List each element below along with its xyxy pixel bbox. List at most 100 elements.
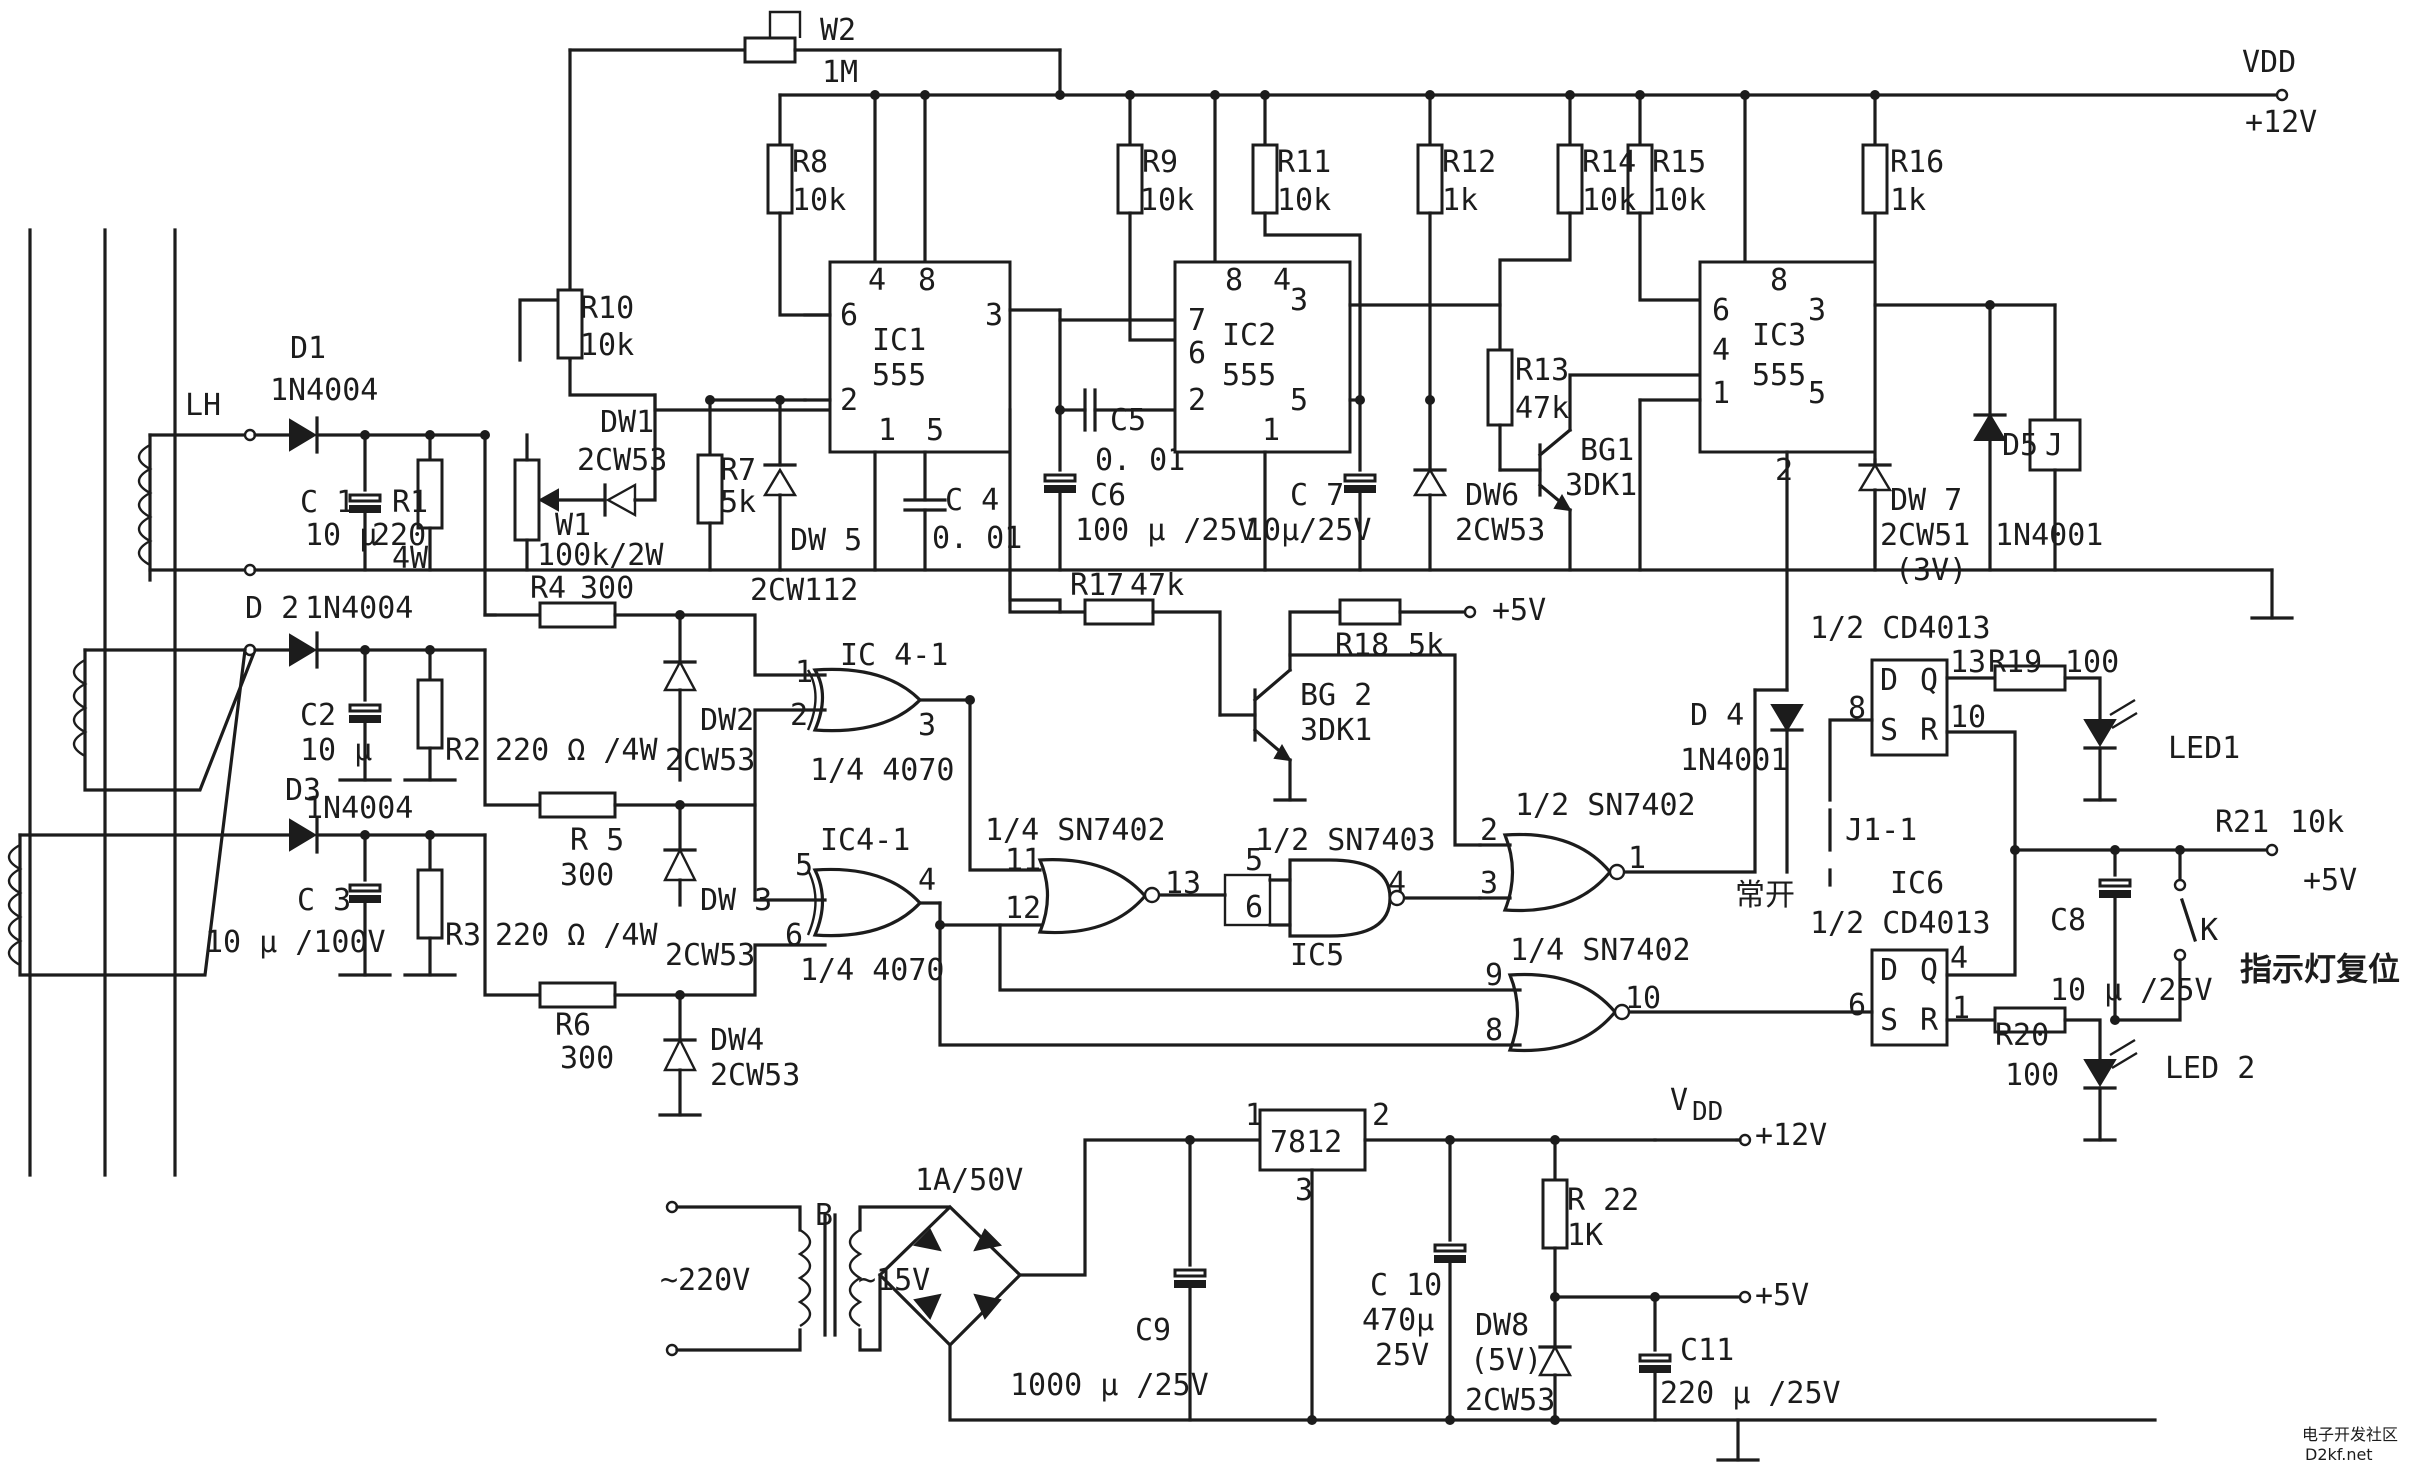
vdd-bottom-v: V [1670, 1083, 1688, 1118]
c3-label: C 3 [297, 883, 351, 918]
d5-part: 1N4001 [1995, 518, 2103, 553]
r14-label: R14 [1582, 145, 1636, 180]
v5-label-a: +5V [1492, 593, 1546, 628]
r6-label: R6 [555, 1008, 591, 1043]
vdd-rail: VDD +12V [518, 10, 2317, 362]
nor1-pin11: 11 [1005, 843, 1041, 878]
j1-mode: 常开 [1735, 878, 1795, 913]
ic1-pin8: 8 [918, 263, 936, 298]
ff2-q: Q [1920, 953, 1938, 988]
w2-value: 1M [822, 55, 858, 90]
dw8-part: 2CW53 [1465, 1383, 1555, 1418]
ff1-d: D [1880, 663, 1898, 698]
r9-value: 10k [1140, 183, 1194, 218]
c4-value: 0. 01 [932, 521, 1022, 556]
vdd-bottom-dd: DD [1692, 1097, 1723, 1127]
r1-value: 220 [372, 518, 426, 553]
ic1-pin6: 6 [840, 298, 858, 333]
nor3-part: 1/4 SN7402 [1510, 933, 1691, 968]
c7-label: C 7 [1290, 478, 1344, 513]
ic1-pin4: 4 [868, 263, 886, 298]
ic2-type: 555 [1222, 358, 1276, 393]
ic3-pin4: 4 [1712, 333, 1730, 368]
ic3-pin8: 8 [1770, 263, 1788, 298]
ic4b-pin6: 6 [785, 918, 803, 953]
reset-label: 指示灯复位 [2240, 950, 2400, 988]
r1-label: R1 [392, 485, 428, 520]
c7-value: 10μ/25V [1245, 513, 1371, 548]
r3-value: 220 Ω /4W [495, 918, 658, 953]
junctions [360, 90, 2185, 1425]
xor-gate-a [806, 667, 972, 733]
ic3-type: 555 [1752, 358, 1806, 393]
bg1-part: 3DK1 [1565, 468, 1637, 503]
nor3-pin10: 10 [1625, 981, 1661, 1016]
w2-label: W2 [820, 13, 856, 48]
ic4b-name: IC4-1 [820, 823, 910, 858]
r15-label: R15 [1652, 145, 1706, 180]
r15-value: 10k [1652, 183, 1706, 218]
d2-part: 1N4004 [305, 591, 413, 626]
r17-value: 47k [1130, 568, 1184, 603]
r4-label: R4 [530, 571, 566, 606]
r6-value: 300 [560, 1041, 614, 1076]
v12-bottom: +12V [1755, 1118, 1827, 1153]
ic4b-pin4: 4 [918, 863, 936, 898]
ic2-555 [1173, 260, 1502, 572]
r20-label: R20 [1995, 1018, 2049, 1053]
ic5-part: 1/2 SN7403 [1255, 823, 1436, 858]
r5-label: R 5 [570, 823, 624, 858]
ic2-name: IC2 [1222, 318, 1276, 353]
top-resistors [766, 93, 1889, 567]
ic1-pin2: 2 [840, 383, 858, 418]
d1-part: 1N4004 [270, 373, 378, 408]
c5-label: C5 [1110, 403, 1146, 438]
dw6-label: DW6 [1465, 478, 1519, 513]
ff1-cd4013 [1828, 658, 2279, 887]
dw3-part: 2CW53 [665, 938, 755, 973]
vdd-label: VDD [2242, 45, 2296, 80]
ac15-label: ~15V [858, 1263, 930, 1298]
lh-sensor [137, 428, 257, 582]
r22-value: 1K [1567, 1218, 1603, 1253]
relay-label: J [2045, 428, 2063, 463]
dw1-label: DW1 [600, 405, 654, 440]
j1-label: J1-1 [1845, 813, 1917, 848]
r21-label: R21 [2215, 805, 2269, 840]
r19-label: R19 [1988, 645, 2042, 680]
ic3-pin3: 3 [1808, 293, 1826, 328]
dw7-part: 2CW51 [1880, 518, 1970, 553]
r2-value: 220 Ω /4W [495, 733, 658, 768]
ic5-pin6: 6 [1245, 890, 1263, 925]
nor1-part: 1/4 SN7402 [985, 813, 1166, 848]
r20-value: 100 [2005, 1058, 2059, 1093]
r13-value: 47k [1515, 391, 1569, 426]
dw4-label: DW4 [710, 1023, 764, 1058]
xor-gate-b [806, 867, 942, 938]
ic1-pin1: 1 [878, 413, 896, 448]
ic2-pin7: 7 [1188, 303, 1206, 338]
dw6-part: 2CW53 [1455, 513, 1545, 548]
bridge-label: 1A/50V [915, 1163, 1023, 1198]
c5-value: 0. 01 [1095, 443, 1185, 478]
dw3-label: DW 3 [700, 883, 772, 918]
ic2-pin2: 2 [1188, 383, 1206, 418]
ff2-s: S [1880, 1003, 1898, 1038]
nor2-pin1: 1 [1628, 841, 1646, 876]
ic2-pin5: 5 [1290, 383, 1308, 418]
d3-part: 1N4004 [305, 791, 413, 826]
ff2-name: IC6 [1890, 866, 1944, 901]
r2-label: R2 [445, 733, 481, 768]
c2-value: 10 μ [300, 733, 372, 768]
watermark-cn: 电子开发社区 [2302, 1425, 2398, 1444]
nor1-pin13: 13 [1165, 866, 1201, 901]
ic3-pin2: 2 [1775, 453, 1793, 488]
ic2-pin6: 6 [1188, 336, 1206, 371]
ic2-pin3: 3 [1290, 283, 1308, 318]
transformer-label: B [815, 1198, 833, 1233]
reg-name: 7812 [1270, 1125, 1342, 1160]
c5-c6 [1043, 318, 1177, 572]
r7-dw5 [696, 398, 807, 572]
ff1-part: 1/2 CD4013 [1810, 611, 1991, 646]
ic4a-name: IC 4-1 [840, 638, 948, 673]
